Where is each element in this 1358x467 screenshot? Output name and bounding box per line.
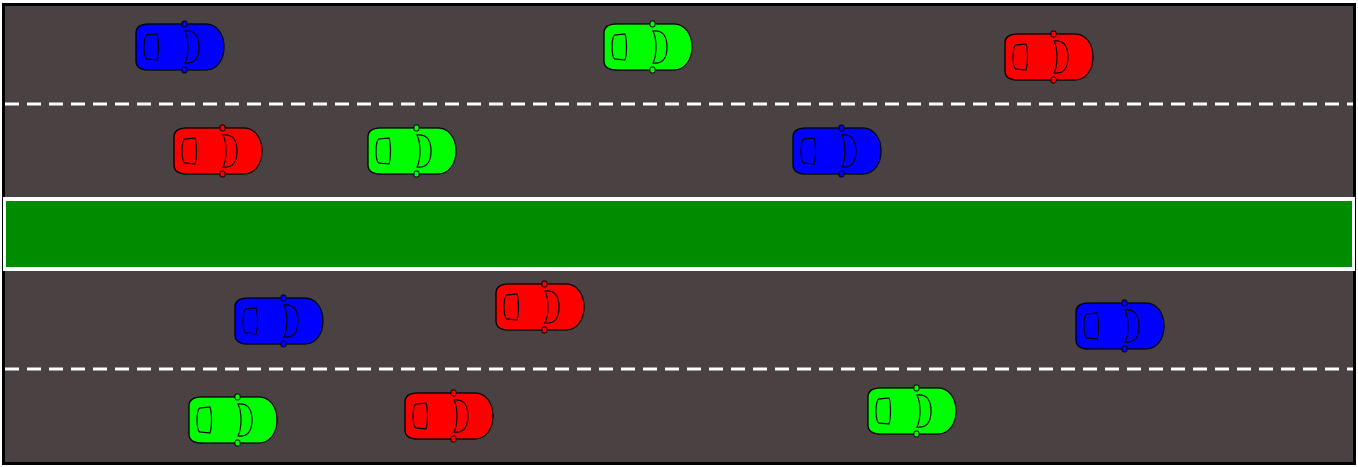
green-car-icon [367, 124, 457, 178]
grass-median [6, 201, 1352, 267]
blue-car-icon [135, 20, 225, 74]
blue-car-icon [1075, 299, 1165, 353]
red-car-icon [1004, 30, 1094, 84]
blue-car-icon [234, 294, 324, 348]
green-car-icon [867, 384, 957, 438]
red-car-icon [404, 389, 494, 443]
green-car-icon [188, 393, 278, 447]
green-car-icon [603, 20, 693, 74]
red-car-icon [173, 124, 263, 178]
red-car-icon [495, 280, 585, 334]
blue-car-icon [792, 124, 882, 178]
